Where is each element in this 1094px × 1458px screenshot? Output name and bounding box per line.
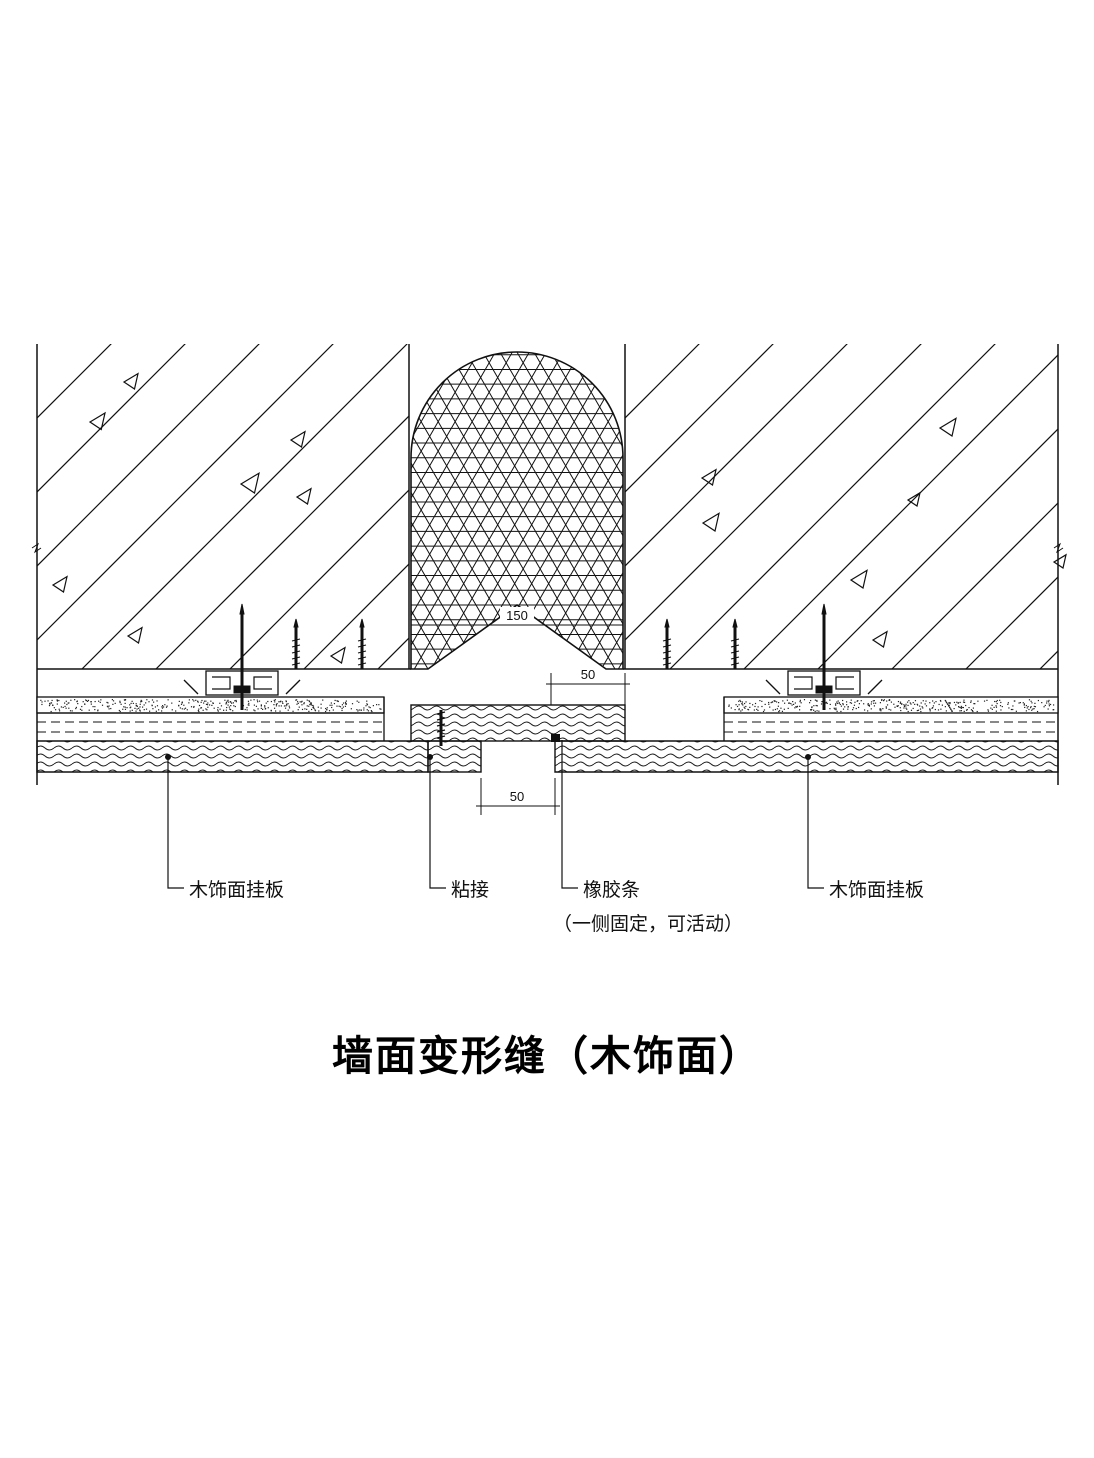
right-wood-panel bbox=[554, 696, 1059, 773]
left-concrete-wall bbox=[31, 344, 411, 785]
dimension-gap-width: 150 bbox=[506, 608, 528, 623]
dimension-cover: 50 bbox=[546, 667, 630, 705]
adhesive-screw bbox=[436, 710, 446, 746]
dimension-bottom-offset: 50 bbox=[510, 789, 524, 804]
cover-strip bbox=[410, 704, 626, 773]
leaders bbox=[167, 740, 824, 889]
right-concrete-wall bbox=[623, 344, 1067, 785]
label-adhesive: 粘接 bbox=[451, 879, 489, 901]
dimension-cover-offset: 50 bbox=[581, 667, 595, 682]
label-rubber-strip-note: （一侧固定，可活动） bbox=[553, 913, 743, 935]
label-right-panel: 木饰面挂板 bbox=[829, 879, 924, 901]
drawing-title: 墙面变形缝（木饰面） bbox=[332, 1032, 762, 1080]
label-rubber-strip: 橡胶条 bbox=[583, 879, 640, 901]
left-wood-panel bbox=[36, 696, 429, 773]
label-left-panel: 木饰面挂板 bbox=[189, 879, 284, 901]
rubber-strip bbox=[551, 734, 560, 742]
joint-filler: 150 bbox=[410, 351, 624, 670]
dimension-bottom: 50 bbox=[476, 778, 560, 815]
fixings bbox=[183, 603, 883, 710]
